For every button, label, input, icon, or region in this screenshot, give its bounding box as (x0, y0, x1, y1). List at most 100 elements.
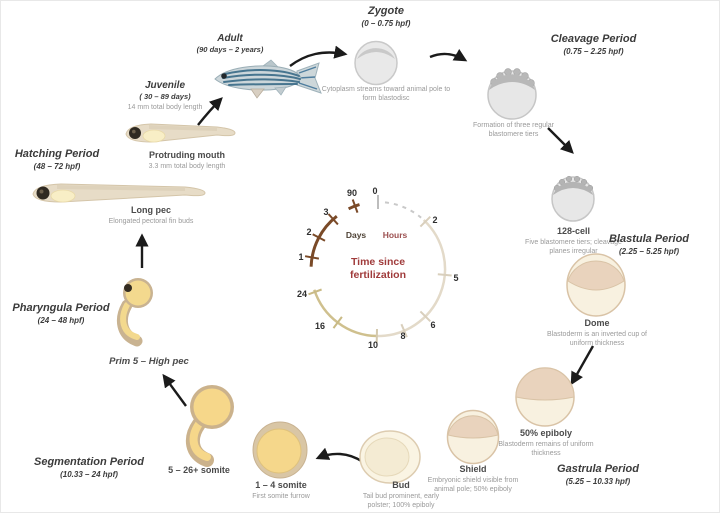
arrow-cleavage-to-128cell (547, 127, 574, 154)
hatching-heading: Hatching Period (48 – 72 hpf) (1, 148, 113, 172)
adult-heading: Adult (90 days – 2 years) (179, 33, 281, 56)
longpec-caption: Elongated pectoral fin buds (108, 217, 194, 225)
clock-label-24h: 24 (296, 289, 308, 299)
segmentation-range: (10.33 – 24 hpf) (60, 470, 118, 480)
50epiboly-label: 50% epiboly Blastoderm remains of unifor… (495, 428, 597, 458)
longpec-name: Long pec (131, 205, 171, 215)
blastula-range: (2.25 – 5.25 hpf) (618, 247, 680, 257)
clock-label-2h: 2 (432, 215, 438, 225)
5-26somite-label: 5 – 26+ somite (147, 465, 251, 477)
dome-name: Dome (584, 318, 610, 328)
cleavage-heading: Cleavage Period (0.75 – 2.25 hpf) (516, 33, 671, 57)
gastrula-heading: Gastrula Period (5.25 – 10.33 hpf) (518, 463, 678, 487)
zygote-heading: Zygote (0 – 0.75 hpf) (326, 5, 446, 29)
clock-title: Time since fertilization (349, 255, 406, 281)
gastrula-range: (5.25 – 10.33 hpf) (565, 477, 631, 487)
fertilization-clock (304, 195, 452, 344)
clock-arc-dashed-0-2h (384, 201, 422, 219)
bud-name: Bud (392, 480, 410, 490)
50epiboly-caption: Blastoderm remains of uniform thickness (498, 440, 594, 457)
cleavage-embryo-illustration (487, 68, 537, 120)
prim5-name: Prim 5 – High pec (109, 356, 189, 367)
50epiboly-embryo-illustration (515, 367, 575, 427)
clock-arc-90days (347, 203, 360, 211)
prim5-embryo-illustration (116, 278, 153, 347)
dome-label: Dome Blastoderm is an inverted cup of un… (546, 318, 648, 348)
blastula-heading: Blastula Period (2.25 – 5.25 hpf) (589, 233, 709, 257)
protruding-mouth-caption: 3.3 mm total body length (148, 162, 226, 170)
clock-arc-days (309, 215, 338, 267)
longpec-larva-illustration (32, 183, 206, 203)
cleavage-range: (0.75 – 2.25 hpf) (563, 47, 624, 57)
protruding-mouth-name: Protruding mouth (149, 150, 225, 160)
clock-days-label: Days (345, 230, 367, 240)
shield-name: Shield (459, 464, 487, 474)
protruding-mouth-larva-illustration (125, 123, 236, 143)
clock-label-6h: 6 (430, 320, 436, 330)
clock-label-2d: 2 (306, 227, 312, 237)
arrow-zygote-to-cleavage (429, 48, 468, 62)
pharyngula-range: (24 – 48 hpf) (37, 316, 85, 326)
cleavage-title: Cleavage Period (550, 33, 637, 45)
clock-label-3d: 3 (323, 207, 329, 217)
zygote-title: Zygote (367, 5, 405, 17)
bud-embryo-illustration (359, 430, 421, 484)
bud-caption: Tail bud prominent, early polster; 100% … (362, 492, 440, 509)
shield-embryo-illustration (446, 409, 500, 465)
5-26somite-name: 5 – 26+ somite (168, 465, 230, 475)
arrow-somite-to-prim5 (162, 373, 187, 407)
clock-label-1d: 1 (298, 252, 304, 262)
gastrula-title: Gastrula Period (557, 463, 639, 475)
juvenile-name: Juvenile (144, 80, 186, 91)
zygote-caption: Cytoplasm streams toward animal pole to … (321, 86, 451, 103)
blastula-title: Blastula Period (608, 233, 690, 245)
clock-label-8h: 8 (400, 331, 406, 341)
adult-range: (90 days – 2 years) (196, 45, 264, 54)
prim5-label: Prim 5 – High pec (93, 356, 205, 368)
bud-label: Bud Tail bud prominent, early polster; 1… (351, 480, 451, 510)
50epiboly-name: 50% epiboly (519, 428, 573, 438)
clock-label-10h: 10 (367, 340, 379, 350)
dome-caption: Blastoderm is an inverted cup of uniform… (547, 330, 647, 347)
arrow-dome-to-50epiboly (570, 345, 595, 386)
1-4somite-embryo-illustration (252, 421, 308, 479)
128cell-caption: Five blastomere tiers; cleavage planes i… (525, 238, 622, 255)
adult-name: Adult (217, 33, 243, 44)
arrow-adult-to-zygote (289, 45, 348, 67)
pharyngula-title: Pharyngula Period (12, 302, 110, 314)
shield-label: Shield Embryonic shield visible from ani… (419, 464, 527, 494)
arrow-juvenile-to-adult (197, 97, 223, 126)
128cell-label: 128-cell Five blastomere tiers; cleavage… (521, 226, 626, 256)
shield-caption: Embryonic shield visible from animal pol… (427, 476, 519, 493)
clock-label-90d: 90 (346, 188, 358, 198)
1-4somite-caption: First somite furrow (252, 492, 310, 500)
128cell-embryo-illustration (551, 175, 595, 222)
5-26somite-embryo-illustration (185, 385, 234, 467)
adult-zebrafish-illustration (214, 59, 322, 99)
1-4somite-name: 1 – 4 somite (255, 480, 307, 490)
segmentation-title: Segmentation Period (33, 456, 145, 468)
128cell-name: 128-cell (556, 226, 591, 236)
1-4somite-label: 1 – 4 somite First somite furrow (229, 480, 333, 501)
zygote-range: (0 – 0.75 hpf) (361, 19, 411, 29)
cleavage-caption: Formation of three regular blastomere ti… (473, 122, 554, 139)
segmentation-heading: Segmentation Period (10.33 – 24 hpf) (11, 456, 167, 480)
clock-label-16h: 16 (314, 321, 326, 331)
clock-label-0h: 0 (372, 186, 378, 196)
pharyngula-heading: Pharyngula Period (24 – 48 hpf) (1, 302, 121, 326)
longpec-label: Long pec Elongated pectoral fin buds (93, 205, 209, 226)
clock-arc-hours (376, 219, 447, 338)
clock-label-5h: 5 (453, 273, 459, 283)
juvenile-label: Juvenile ( 30 – 89 days) 14 mm total bod… (116, 80, 214, 112)
hatching-title: Hatching Period (14, 148, 100, 160)
dome-embryo-illustration (566, 253, 626, 317)
juvenile-range: ( 30 – 89 days) (139, 92, 191, 101)
hatching-range: (48 – 72 hpf) (33, 162, 81, 172)
arrow-bud-to-1-4somite (315, 447, 364, 464)
clock-ticks (304, 195, 452, 344)
protruding-mouth-label: Protruding mouth 3.3 mm total body lengt… (129, 150, 245, 171)
clock-hours-label: Hours (382, 230, 408, 240)
juvenile-caption: 14 mm total body length (127, 103, 203, 111)
